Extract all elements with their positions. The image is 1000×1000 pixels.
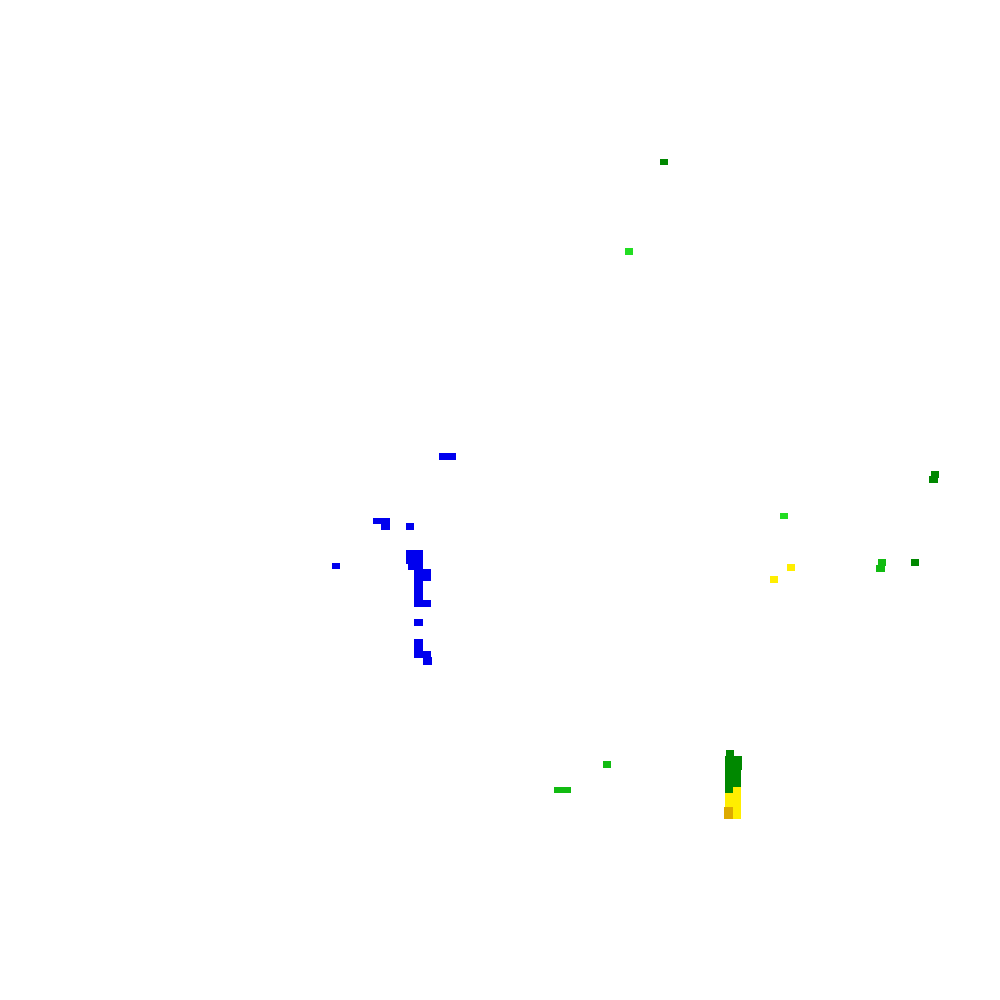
pixel-mark-blue-12 [414,619,423,626]
pixel-mark-blue-9 [414,569,431,581]
pixel-mark-bright-green-1 [625,248,633,255]
pixel-mark-blue-14 [414,651,431,658]
pixel-mark-blue-5 [406,523,414,530]
pixel-mark-dark-green-27 [725,756,742,770]
pixel-mark-dark-green-28 [725,769,741,787]
pixel-mark-yellow-20 [770,576,778,583]
pixel-mark-blue-6 [332,563,340,569]
pixel-mark-yellow-33 [733,812,741,819]
pixel-mark-blue-13 [414,639,423,653]
pixel-mark-yellow-30 [733,787,741,794]
pixel-mark-dark-green-29 [725,786,733,794]
pixel-mark-dark-green-26 [726,750,734,757]
pixel-mark-dark-green-23 [911,559,919,566]
pixel-mark-dark-green-16 [931,471,939,478]
pixel-mark-blue-8 [408,563,423,570]
pixel-mark-medium-green-24 [603,761,611,768]
pixel-mark-medium-green-22 [876,565,885,572]
pixel-mark-blue-4 [381,523,390,530]
pixel-mark-orange-34 [724,807,733,819]
pixel-mark-blue-15 [423,657,432,665]
pixel-mark-yellow-31 [725,793,741,807]
pixel-mark-medium-green-21 [878,559,886,566]
pixel-mark-dark-green-17 [929,476,938,483]
pixel-mark-dark-green-0 [660,159,668,165]
pixel-mark-blue-10 [414,580,423,602]
pixel-mark-bright-green-18 [780,513,788,519]
pixel-mark-blue-7 [406,550,423,564]
pixel-mark-blue-3 [373,518,390,524]
pixel-mark-blue-11 [414,600,431,607]
pixel-mark-blue-2 [439,453,456,460]
pixel-mark-yellow-19 [787,564,795,571]
pixel-mark-medium-green-25 [554,787,571,793]
